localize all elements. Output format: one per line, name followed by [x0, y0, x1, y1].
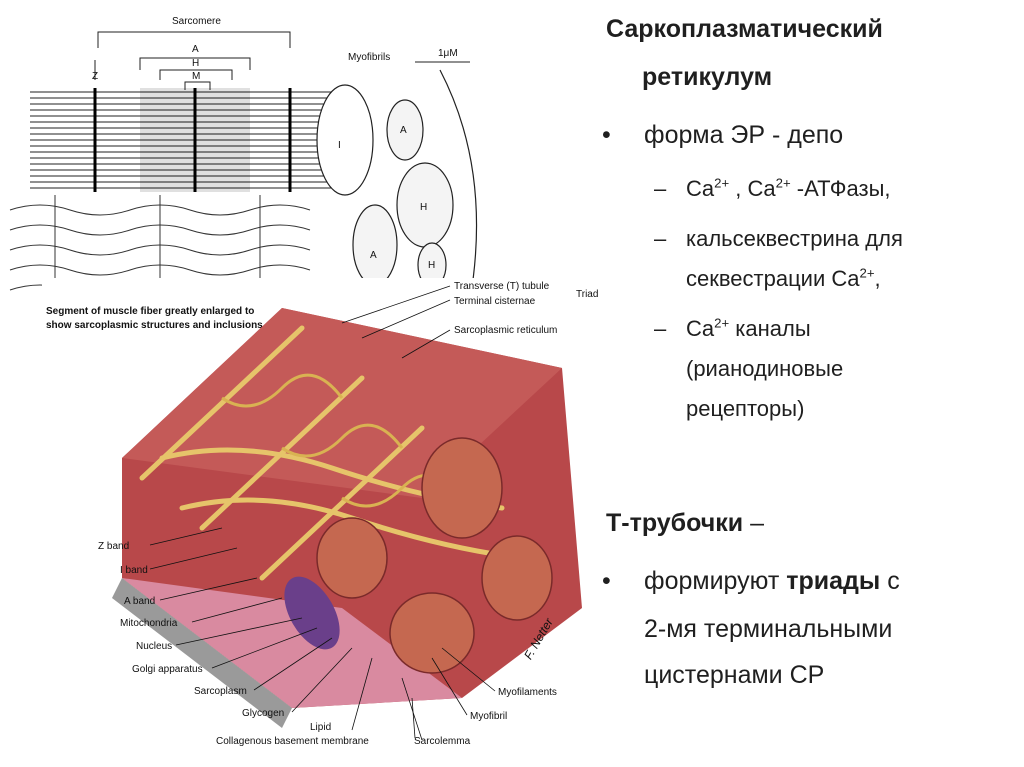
figure-caption-line2: show sarcoplasmic structures and inclusi…: [46, 320, 263, 331]
triad-label: Triad: [576, 289, 598, 300]
scale-label: 1μM: [438, 48, 458, 59]
calsequestrin-text: кальсеквестрина для: [686, 226, 903, 251]
sub-bullet-ca-channels: –Ca2+ каналы: [654, 312, 811, 346]
comma-text: ,: [874, 266, 881, 291]
title-line-1: Саркоплазматический: [606, 15, 883, 43]
t-tubules-text: Т-трубочки: [606, 509, 744, 537]
sarcoplasm-label: Sarcoplasm: [194, 686, 247, 697]
i-band-section-label: I: [338, 140, 341, 151]
myofibrils-label: Myofibrils: [348, 52, 390, 63]
ryanodine-line: (рианодиновые: [686, 356, 844, 381]
ca-text-2: , Ca: [729, 176, 776, 201]
sub-bullet-ca-atpase: –Ca2+ , Ca2+ -АТФазы,: [654, 172, 891, 206]
t-tubules-dash: –: [743, 509, 765, 537]
z-line-label: Z: [92, 71, 98, 82]
ca-charge-3: 2+: [859, 265, 875, 281]
myofibril-label: Myofibril: [470, 711, 507, 722]
a-band-label: A: [192, 44, 199, 55]
triads-bold: триады: [786, 567, 881, 595]
sarcolemma-label: Sarcolemma: [414, 736, 471, 747]
bullet-dot-icon: •: [602, 121, 611, 149]
a-band-label-bottom: A band: [124, 596, 155, 607]
ca-text-1: Ca: [686, 176, 715, 201]
triads-prefix: формируют: [644, 567, 787, 595]
bullet-triads: • формируют триады с: [602, 564, 900, 598]
triads-suffix: с: [880, 567, 900, 595]
a-band-lower-label: A: [370, 250, 377, 261]
atpase-text: -АТФазы,: [790, 176, 891, 201]
t-tubules-heading: Т-трубочки –: [606, 506, 764, 540]
sarcomere-label: Sarcomere: [172, 16, 221, 27]
bullet-dot-icon: •: [602, 567, 611, 595]
ca-charge-1: 2+: [714, 175, 730, 191]
triads-line-2: 2-мя терминальными: [644, 615, 893, 643]
bullet-er-depot-text: форма ЭР - депо: [644, 121, 844, 149]
dash-icon: –: [654, 176, 667, 201]
receptors-line: рецепторы): [686, 396, 805, 421]
transverse-tubule-label: Transverse (T) tubule: [454, 281, 550, 292]
myofilaments-label: Myofilaments: [498, 687, 557, 698]
ca-charge-2: 2+: [775, 175, 791, 191]
nucleus-label: Nucleus: [136, 641, 172, 652]
dash-icon: –: [654, 316, 667, 341]
sarcoplasmic-reticulum-label: Sarcoplasmic reticulum: [454, 325, 557, 336]
h-zone-label: H: [192, 58, 199, 69]
glycogen-label: Glycogen: [242, 708, 284, 719]
dash-icon: –: [654, 226, 667, 251]
sub-bullet-calsequestrin: –кальсеквестрина для: [654, 222, 903, 256]
slide-text-panel: Саркоплазматический ретикулум • форма ЭР …: [600, 0, 1020, 767]
h-zone-section-label: H: [420, 202, 427, 213]
muscle-fiber-illustration: Segment of muscle fiber greatly enlarged…: [42, 278, 602, 748]
a-band-section-label: A: [400, 125, 407, 136]
bullet-er-depot: • форма ЭР - депо: [602, 118, 843, 152]
sub-bullet-calsequestrin-line2: секвестрации Ca2+,: [686, 262, 881, 296]
golgi-label: Golgi apparatus: [132, 664, 203, 675]
sequestration-text: секвестрации Ca: [686, 266, 860, 291]
h-zone-lower-label: H: [428, 260, 435, 271]
lipid-label: Lipid: [310, 722, 331, 733]
triads-line-3: цистернами СР: [644, 661, 825, 689]
basement-membrane-label: Collagenous basement membrane: [216, 736, 369, 747]
ca-charge-4: 2+: [714, 315, 730, 331]
ca-text-3: Ca: [686, 316, 715, 341]
m-line-label: M: [192, 71, 200, 82]
z-band-label: Z band: [98, 541, 129, 552]
mitochondria-label: Mitochondria: [120, 618, 178, 629]
figure-caption-line1: Segment of muscle fiber greatly enlarged…: [46, 306, 254, 317]
channels-text: каналы: [729, 316, 811, 341]
i-band-label: I band: [120, 565, 148, 576]
terminal-cisternae-label: Terminal cisternae: [454, 296, 536, 307]
title-line-2: ретикулум: [642, 63, 773, 91]
